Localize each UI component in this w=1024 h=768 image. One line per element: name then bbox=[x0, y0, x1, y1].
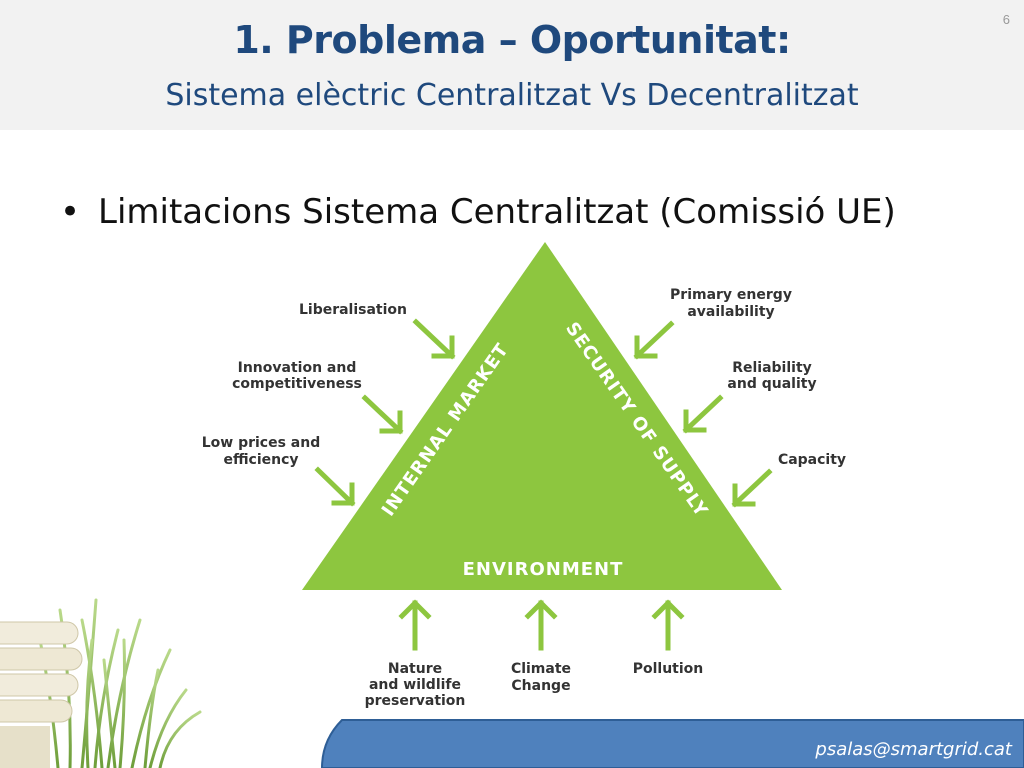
factor-low-prices-line1: Low prices and bbox=[202, 435, 321, 451]
bullet-icon: • bbox=[60, 192, 81, 232]
factor-liberalisation: Liberalisation bbox=[299, 302, 407, 318]
bullet-point: • Limitacions Sistema Centralitzat (Comis… bbox=[60, 192, 896, 232]
factor-reliability-line1: Reliability bbox=[732, 360, 812, 376]
factor-low-prices-line2: efficiency bbox=[223, 452, 298, 468]
bullet-text: Limitacions Sistema Centralitzat (Comiss… bbox=[98, 192, 896, 232]
arrow-liberalisation bbox=[412, 318, 456, 360]
arrow-reliability bbox=[682, 394, 724, 434]
contact-email[interactable]: psalas@smartgrid.cat bbox=[815, 739, 1012, 760]
arrow-pollution bbox=[651, 599, 685, 651]
arrow-capacity bbox=[731, 468, 773, 508]
arrow-primary-energy bbox=[633, 320, 675, 360]
factor-primary-energy-line1: Primary energy bbox=[670, 287, 792, 303]
factor-nature-line3: preservation bbox=[365, 693, 466, 709]
factor-climate-line1: Climate bbox=[511, 661, 571, 677]
factor-nature-line2: and wildlife bbox=[369, 677, 461, 693]
title-header bbox=[0, 0, 1024, 130]
arrow-low-prices bbox=[314, 466, 356, 507]
factor-climate-line2: Change bbox=[511, 678, 570, 694]
factor-capacity: Capacity bbox=[778, 452, 846, 468]
footer-band bbox=[320, 719, 1024, 768]
slide-subtitle: Sistema elèctric Centralitzat Vs Decentr… bbox=[165, 78, 859, 113]
light-bulb-icon bbox=[0, 621, 83, 768]
factor-innovation-line1: Innovation and bbox=[238, 360, 357, 376]
page-number: 6 bbox=[1002, 12, 1010, 27]
eco-bulb-image bbox=[0, 598, 202, 768]
factor-innovation-line2: competitiveness bbox=[232, 376, 362, 392]
factor-nature-line1: Nature bbox=[388, 661, 442, 677]
policy-triangle bbox=[302, 242, 782, 590]
arrow-innovation bbox=[361, 394, 404, 435]
slide-title: 1. Problema – Oportunitat: bbox=[233, 18, 791, 62]
factor-pollution: Pollution bbox=[633, 661, 704, 677]
factor-primary-energy-line2: availability bbox=[687, 304, 774, 320]
arrow-nature bbox=[398, 599, 432, 651]
factor-reliability-line2: and quality bbox=[727, 376, 816, 392]
triangle-label-environment: ENVIRONMENT bbox=[463, 559, 624, 580]
arrow-climate bbox=[524, 599, 558, 651]
